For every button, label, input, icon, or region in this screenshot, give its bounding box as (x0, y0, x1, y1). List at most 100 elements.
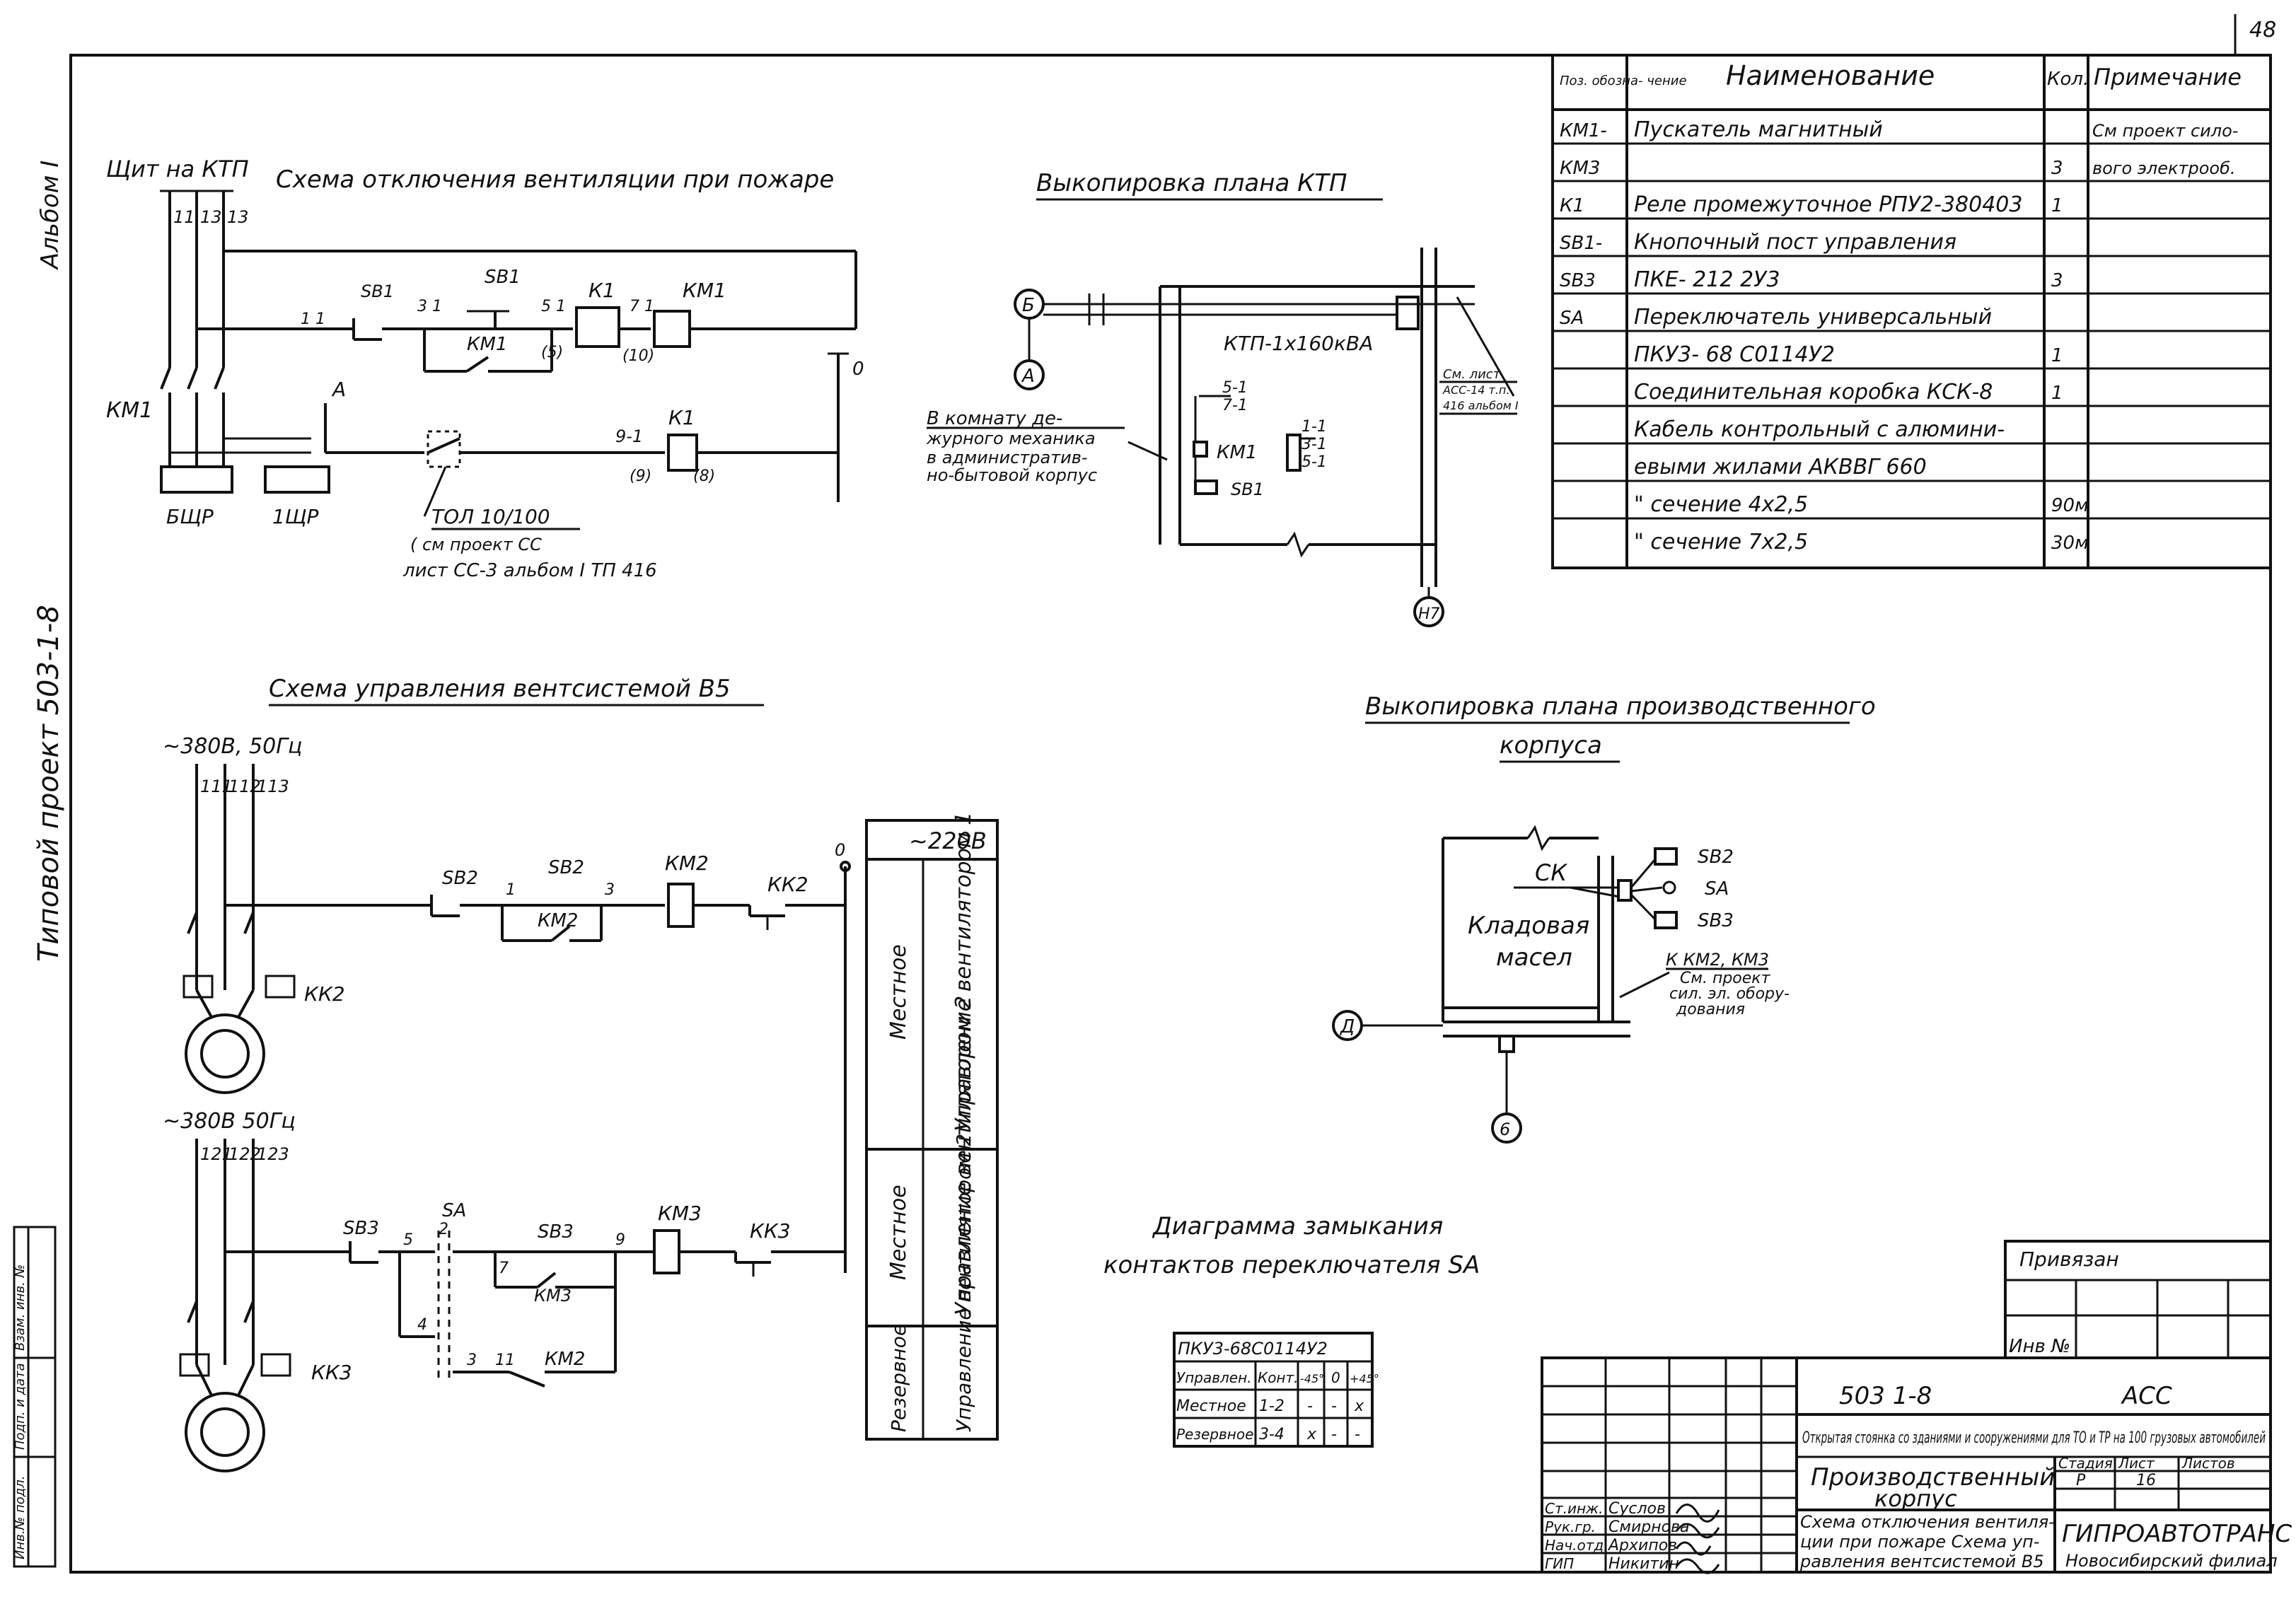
svg-text:См. лист: См. лист (1443, 367, 1501, 382)
svg-text:КМ1: КМ1 (467, 334, 507, 355)
svg-text:Б: Б (1022, 295, 1035, 316)
signature-1 (1675, 1504, 1720, 1523)
svg-text:SB2: SB2 (442, 868, 478, 889)
svg-text:416 альбом I: 416 альбом I (1443, 399, 1519, 412)
k1-coil (667, 434, 698, 472)
svg-text:121: 121 (200, 1144, 233, 1164)
svg-text:Архипов: Архипов (1607, 1537, 1677, 1554)
svg-text:-: - (1355, 1426, 1360, 1443)
svg-text:КМ3: КМ3 (534, 1286, 572, 1306)
svg-text:1-1: 1-1 (1301, 418, 1327, 436)
svg-text:Кол.: Кол. (2047, 69, 2089, 90)
svg-text:1ЩР: 1ЩР (272, 505, 318, 528)
svg-text:1 1: 1 1 (301, 310, 325, 328)
svg-text:123: 123 (257, 1144, 289, 1164)
svg-text:SB1: SB1 (485, 267, 521, 288)
svg-text:масел: масел (1496, 943, 1572, 972)
spec-cell: 90м (2051, 495, 2089, 516)
svg-text:+45°: +45° (1350, 1372, 1379, 1385)
plan-ktp: Выкопировка плана КТП Б А КТП-1х160кВА С… (926, 169, 1519, 627)
svg-text:Ст.инж.: Ст.инж. (1545, 1500, 1603, 1517)
svg-text:-45°: -45° (1300, 1372, 1324, 1385)
svg-text:Лист: Лист (2118, 1455, 2155, 1472)
svg-text:Инв №: Инв № (2009, 1336, 2070, 1357)
svg-text:ГИПРОАВТОТРАНС: ГИПРОАВТОТРАНС (2062, 1520, 2292, 1548)
svg-text:журного механика: журного механика (926, 429, 1096, 448)
svg-text:корпуса: корпуса (1500, 731, 1602, 760)
svg-text:1: 1 (506, 881, 516, 899)
svg-text:5: 5 (403, 1231, 413, 1249)
sheet-frame (69, 54, 2272, 1574)
svg-text:(8): (8) (693, 467, 715, 485)
signature-2 (1675, 1523, 1720, 1539)
spec-cell: 1 (2051, 345, 2063, 366)
svg-text:КТП-1х160кВА: КТП-1х160кВА (1224, 332, 1373, 355)
svg-text:SB2: SB2 (548, 857, 584, 878)
svg-text:Наименование: Наименование (1726, 60, 1935, 91)
svg-text:SA: SA (1705, 878, 1729, 900)
spec-cell: евыми жилами АКВВГ 660 (1634, 455, 1927, 479)
svg-text:КК2: КК2 (304, 982, 345, 1006)
svg-text:1-2: 1-2 (1259, 1397, 1285, 1415)
svg-text:3: 3 (605, 881, 615, 899)
spec-cell: 3 (2051, 158, 2063, 179)
svg-text:Нач.отд.: Нач.отд. (1545, 1537, 1608, 1554)
svg-text:4: 4 (417, 1316, 427, 1334)
svg-text:Управление вентилятором 1: Управление вентилятором 1 (951, 812, 976, 1132)
plan-production: Выкопировка плана производственного корп… (1332, 692, 1876, 1144)
spec-cell: SB3 (1560, 270, 1596, 291)
svg-text:x: x (1354, 1397, 1364, 1415)
svg-text:(5): (5) (541, 344, 563, 361)
spec-cell: Кнопочный пост управления (1634, 230, 1956, 255)
svg-text:Инв.№ подл.: Инв.№ подл. (13, 1476, 28, 1559)
motor-2 (185, 1392, 265, 1472)
svg-text:SB3: SB3 (538, 1221, 574, 1243)
svg-text:0: 0 (835, 840, 845, 860)
svg-text:Местное: Местное (886, 1185, 911, 1280)
svg-text:КМ2: КМ2 (545, 1349, 585, 1370)
svg-text:КМ2: КМ2 (538, 910, 578, 931)
svg-text:дования: дования (1676, 1001, 1745, 1018)
svg-text:КК3: КК3 (750, 1219, 791, 1243)
km2-coil (667, 883, 695, 928)
svg-text:5-1: 5-1 (1222, 379, 1248, 397)
side-stamp: Альбом I Типовой проект 503-1-8 (33, 161, 65, 962)
svg-text:Диаграмма замыкания: Диаграмма замыкания (1152, 1212, 1443, 1240)
svg-text:СК: СК (1535, 859, 1567, 886)
svg-text:-: - (1307, 1397, 1313, 1415)
svg-text:9-1: 9-1 (615, 426, 643, 446)
spec-cell: 1 (2051, 383, 2063, 404)
title-block: Привязан Инв № 503 1-8 АСС Открытая стоя… (1541, 1240, 2292, 1574)
svg-text:КК3: КК3 (311, 1361, 352, 1384)
svg-text:КМ1: КМ1 (1217, 442, 1257, 463)
svg-text:5 1: 5 1 (541, 298, 566, 315)
svg-text:Управление вентилятором 2: Управление вентилятором 2 (952, 1134, 975, 1432)
spec-cell: 1 (2051, 195, 2063, 216)
svg-text:Взам. инв. №: Взам. инв. № (13, 1265, 28, 1351)
svg-text:Конт.: Конт. (1258, 1369, 1299, 1386)
svg-text:лист СС-3 альбом I ТП 416: лист СС-3 альбом I ТП 416 (402, 560, 657, 581)
svg-text:~380В 50Гц: ~380В 50Гц (163, 1109, 296, 1134)
svg-text:К1: К1 (668, 406, 695, 429)
svg-text:7 1: 7 1 (630, 298, 654, 315)
svg-text:112: 112 (228, 777, 261, 796)
spec-cell: Кабель контрольный с алюмини- (1634, 417, 2005, 442)
mode-panel: ~220В Местное Управление вентилятором 1 … (865, 812, 999, 1441)
svg-text:Новосибирский филиал: Новосибирский филиал (2065, 1551, 2278, 1571)
svg-text:сил. эл. обору-: сил. эл. обору- (1669, 985, 1790, 1003)
svg-text:11: 11 (173, 207, 195, 227)
svg-text:КМ2: КМ2 (665, 851, 709, 875)
svg-text:ГИП: ГИП (1545, 1555, 1574, 1572)
svg-text:в административ-: в административ- (927, 448, 1088, 467)
svg-text:3-1: 3-1 (1301, 436, 1327, 453)
svg-text:ТОЛ 10/100: ТОЛ 10/100 (431, 505, 550, 528)
contact-diagram: Диаграмма замыкания контактов переключат… (1103, 1212, 1480, 1448)
svg-text:Выкопировка плана производстве: Выкопировка плана производственного (1365, 692, 1876, 721)
svg-text:5-1: 5-1 (1301, 453, 1327, 471)
svg-text:БЩР: БЩР (166, 505, 214, 528)
svg-text:(9): (9) (630, 467, 651, 485)
svg-text:К1: К1 (589, 279, 615, 302)
svg-text:равления вентсистемой В5: равления вентсистемой В5 (1799, 1552, 2044, 1571)
spec-cell: К1 (1560, 195, 1584, 216)
